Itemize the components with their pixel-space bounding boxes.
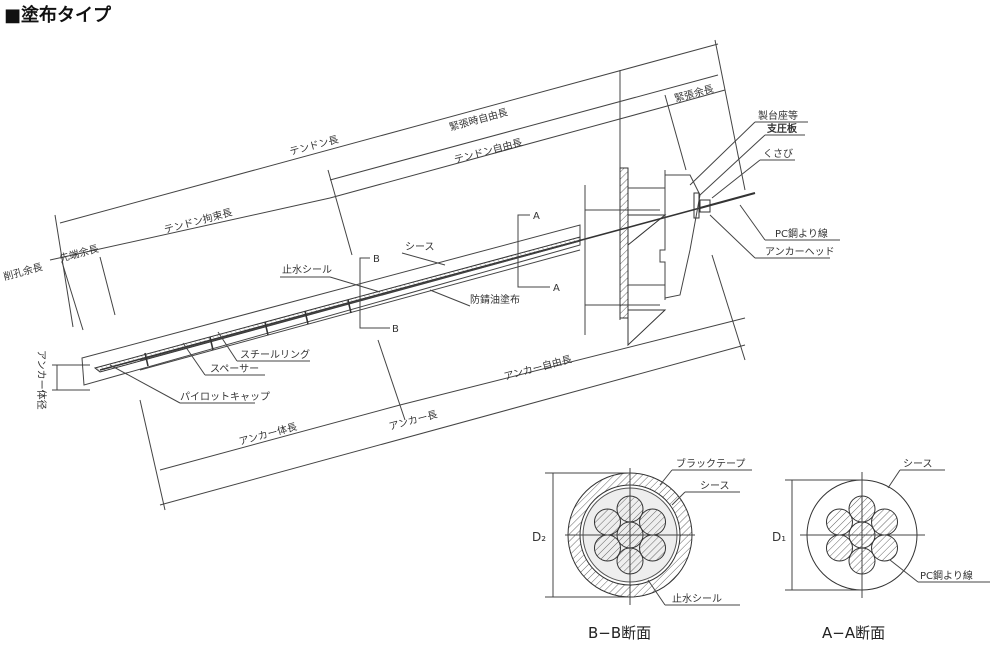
label-bearing-plate: 支圧板 bbox=[766, 122, 798, 135]
label-aa-strand: PC鋼より線 bbox=[920, 569, 973, 582]
label-section-a-top: A bbox=[533, 211, 540, 222]
strand-wire bbox=[871, 508, 899, 536]
anchor-body bbox=[81, 192, 756, 386]
label-pilot-cap: パイロットキャップ bbox=[180, 391, 270, 403]
strand-wire bbox=[825, 534, 853, 562]
section-bb-title: B−B断面 bbox=[588, 624, 651, 642]
label-section-a-bottom: A bbox=[553, 283, 560, 294]
label-bb-sheath: シース bbox=[700, 481, 730, 492]
strand-wire bbox=[825, 508, 853, 536]
strand-wire bbox=[593, 508, 621, 536]
label-water-seal: 止水シール bbox=[282, 264, 332, 276]
label-rust-oil: 防錆油塗布 bbox=[470, 293, 520, 306]
section-markers bbox=[359, 214, 550, 329]
section-aa-title: A−A断面 bbox=[822, 624, 885, 642]
label-steel-ring: スチールリング bbox=[240, 348, 310, 361]
diagram-title: ■塗布タイプ bbox=[4, 4, 112, 26]
strand-wire bbox=[639, 534, 667, 562]
label-tip-extra: 先端余長 bbox=[58, 242, 100, 265]
section-bb bbox=[545, 468, 752, 606]
label-anchor-free-length: アンカー自由長 bbox=[502, 352, 573, 383]
label-section-b-top: B bbox=[373, 254, 380, 265]
strand-wire bbox=[871, 534, 899, 562]
strand-wire bbox=[593, 534, 621, 562]
leader-lines bbox=[109, 121, 840, 404]
label-tendon-free-length: テンドン自由長 bbox=[453, 136, 524, 167]
label-strand: PC鋼より線 bbox=[775, 227, 828, 240]
strand-wire bbox=[639, 508, 667, 536]
label-wedge: くさび bbox=[763, 148, 793, 160]
dimension-lines bbox=[49, 39, 746, 511]
anchor-head-assembly bbox=[584, 167, 711, 347]
label-drill-extra: 削孔余長 bbox=[2, 260, 44, 283]
strand-bundle bbox=[593, 495, 667, 575]
label-bb-water-seal: 止水シール bbox=[672, 593, 722, 605]
label-anchor-body-length: アンカー体長 bbox=[238, 421, 299, 448]
label-anchor-length: アンカー長 bbox=[388, 408, 439, 432]
label-section-b-bottom: B bbox=[392, 324, 399, 335]
label-spacer: スペーサー bbox=[210, 363, 259, 375]
label-bb-black-tape: ブラックテープ bbox=[676, 457, 745, 470]
label-tendon-bond-length: テンドン拘束長 bbox=[163, 206, 234, 237]
section-aa bbox=[785, 469, 990, 598]
label-d2: D₂ bbox=[532, 530, 546, 544]
label-aa-sheath: シース bbox=[903, 459, 933, 470]
label-sheath: シース bbox=[405, 242, 435, 253]
label-pedestal: 製台座等 bbox=[758, 109, 798, 122]
label-d1: D₁ bbox=[772, 530, 786, 544]
label-anchor-head: アンカーヘッド bbox=[765, 246, 835, 258]
label-anchor-diameter: アンカー体径 bbox=[35, 350, 48, 410]
